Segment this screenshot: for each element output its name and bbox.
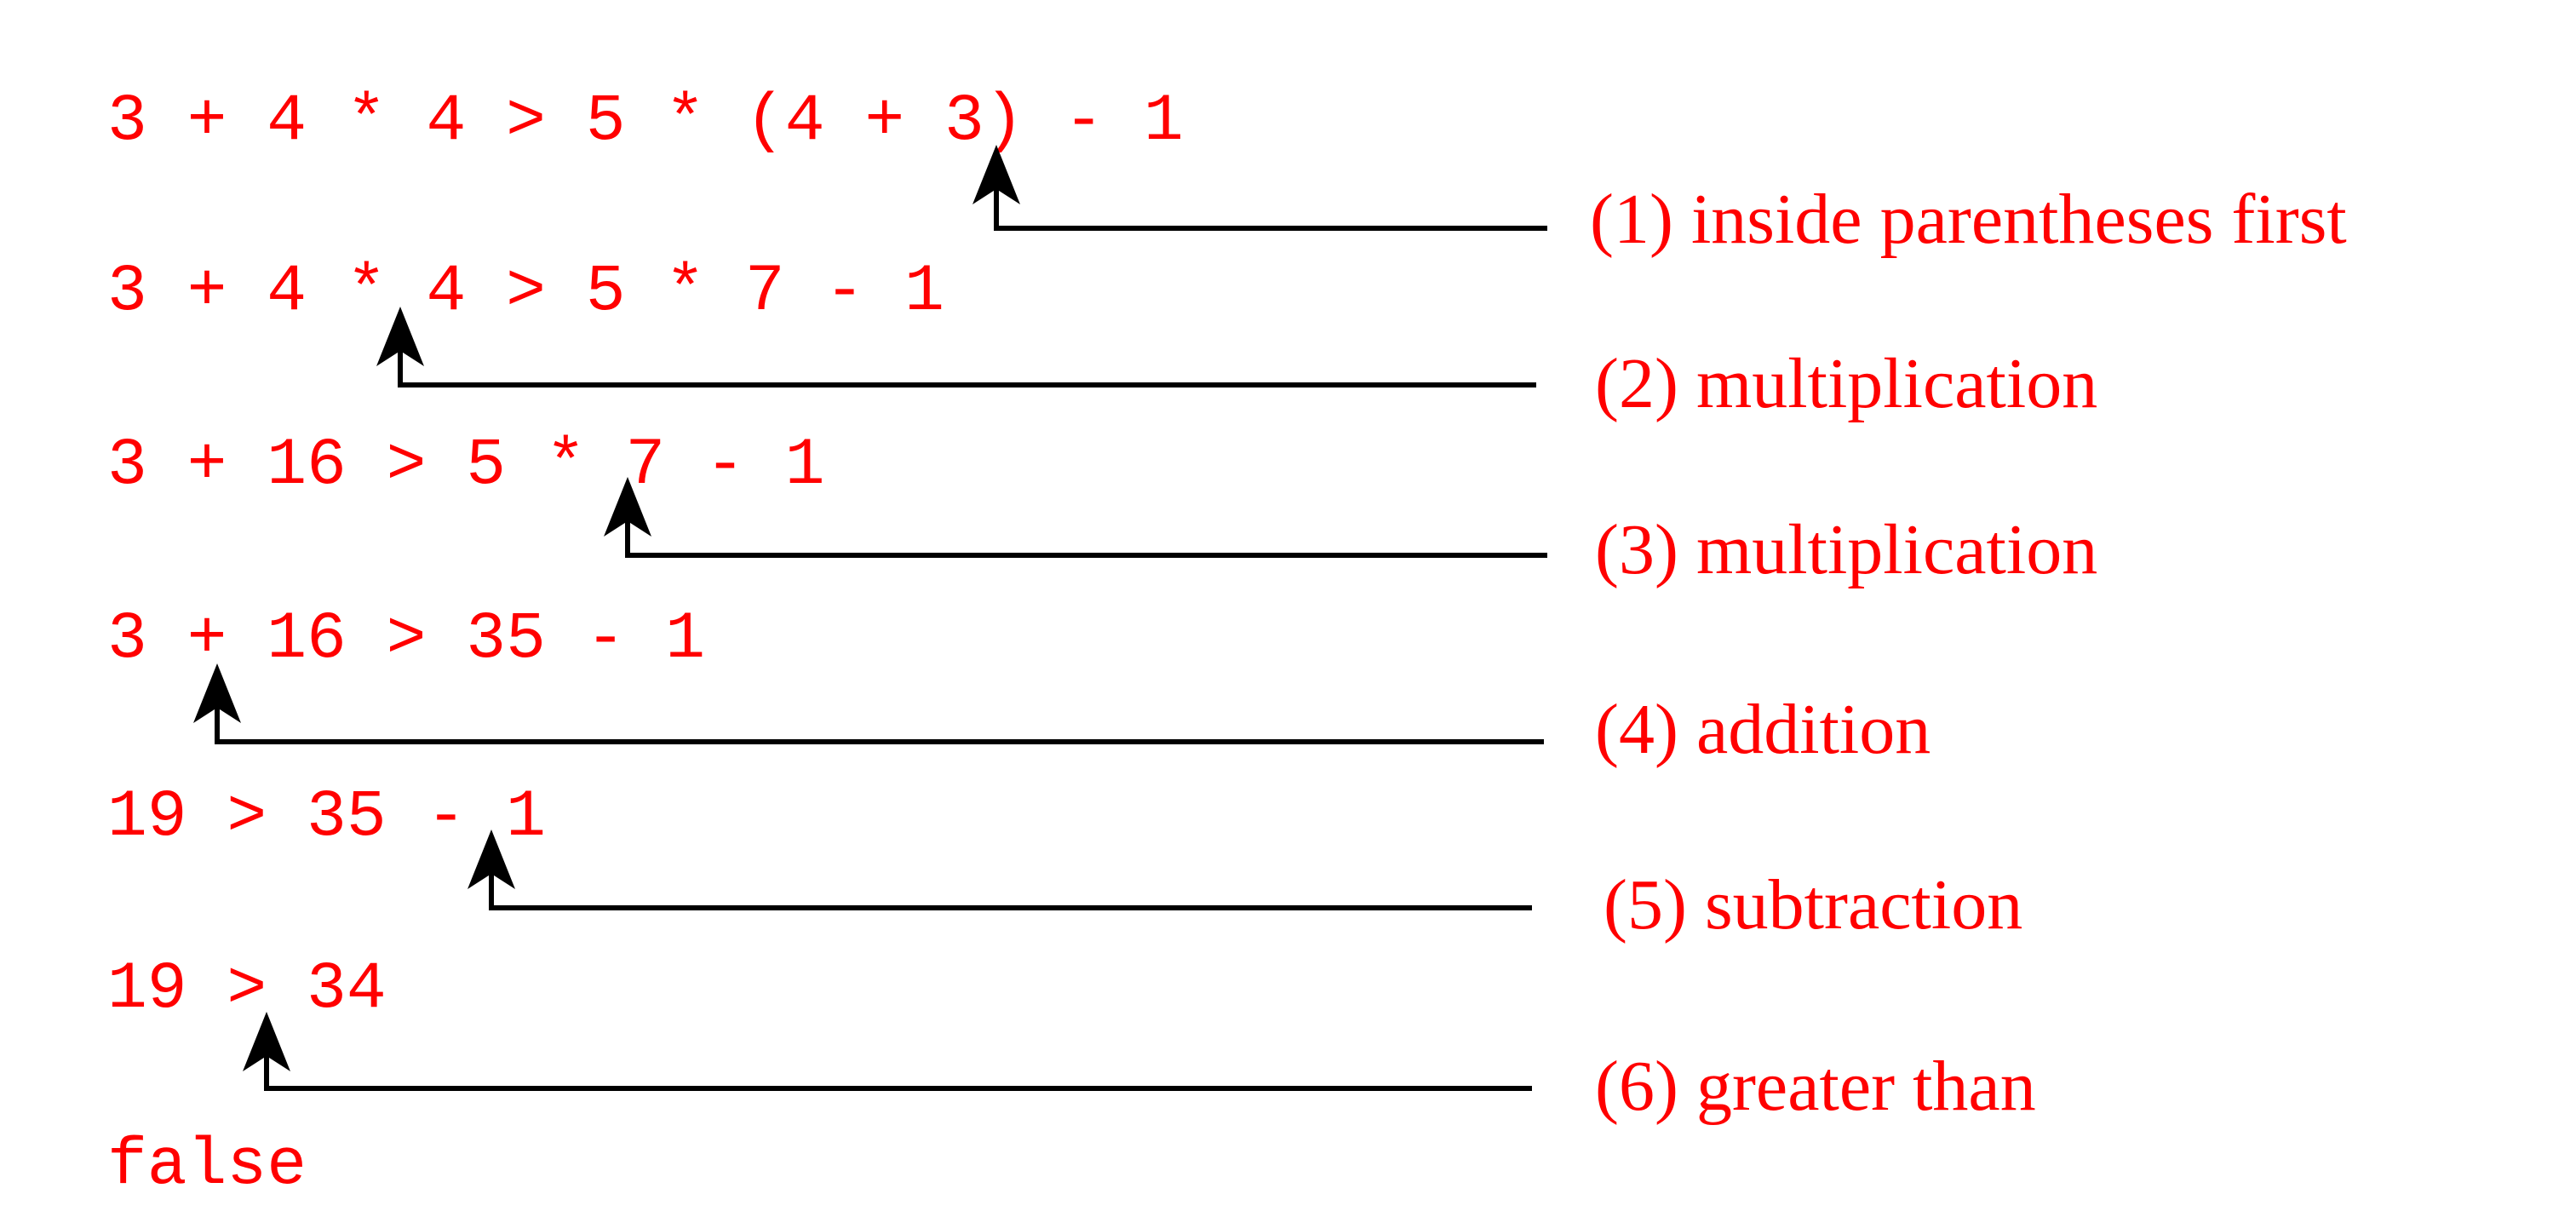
step-3-label: (3) multiplication <box>1595 510 2097 589</box>
expression-line-1: 3 + 4 * 4 > 5 * (4 + 3) - 1 <box>107 84 1184 159</box>
step-4-connector <box>215 696 1544 744</box>
step-5-arrowhead <box>468 830 515 889</box>
step-1-arrowhead <box>972 145 1020 204</box>
step-4-label: (4) addition <box>1595 690 1931 769</box>
expression-line-3: 3 + 16 > 5 * 7 - 1 <box>107 428 825 503</box>
step-1-label: (1) inside parentheses first <box>1590 180 2347 259</box>
expression-line-6: 19 > 34 <box>107 952 387 1027</box>
step-6-callout: (6) greater than <box>243 1012 2036 1126</box>
step-1-connector <box>994 177 1547 231</box>
step-4-callout: (4) addition <box>193 663 1931 769</box>
step-6-label: (6) greater than <box>1595 1047 2036 1126</box>
expression-line-4: 3 + 16 > 35 - 1 <box>107 602 705 677</box>
step-5-callout: (5) subtraction <box>468 830 2022 944</box>
step-5-label: (5) subtraction <box>1604 865 2022 944</box>
step-5-connector <box>489 862 1532 910</box>
step-3-connector <box>625 509 1547 558</box>
step-2-label: (2) multiplication <box>1595 344 2097 423</box>
step-6-arrowhead <box>243 1012 290 1071</box>
step-4-arrowhead <box>193 663 241 723</box>
step-3-arrowhead <box>604 477 651 537</box>
step-3-callout: (3) multiplication <box>604 477 2097 589</box>
step-2-connector <box>398 339 1536 387</box>
step-6-connector <box>264 1044 1532 1091</box>
step-1-callout: (1) inside parentheses first <box>972 145 2347 259</box>
expression-line-2: 3 + 4 * 4 > 5 * 7 - 1 <box>107 255 944 330</box>
expression-line-5: 19 > 35 - 1 <box>107 780 546 855</box>
expression-result: false <box>107 1128 307 1203</box>
step-2-callout: (2) multiplication <box>376 307 2097 423</box>
step-2-arrowhead <box>376 307 424 366</box>
